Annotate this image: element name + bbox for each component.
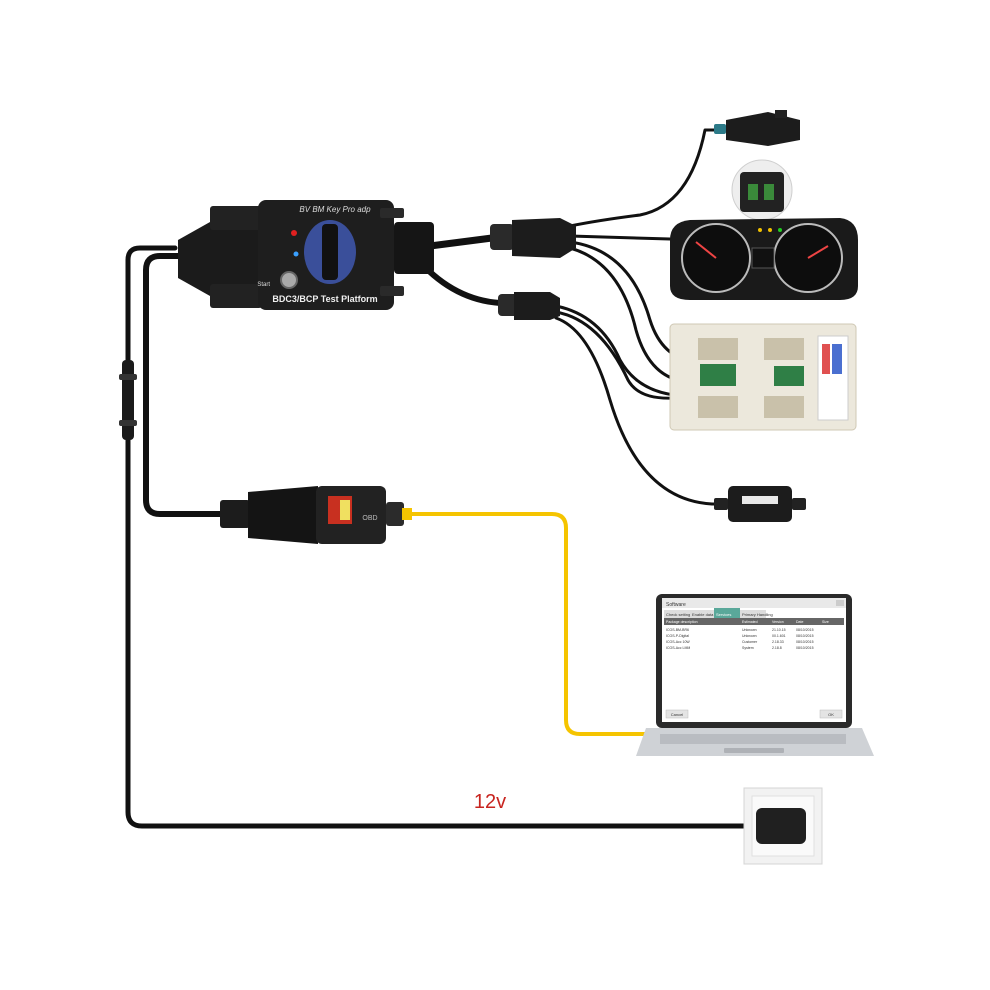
obd-label: OBD	[362, 515, 377, 522]
svg-text:08/10/2015: 08/10/2015	[796, 628, 814, 632]
svg-text:Estimated: Estimated	[742, 620, 758, 624]
yellow-cable	[403, 512, 652, 736]
power-plug	[756, 808, 806, 844]
svg-text:08/10/2015: 08/10/2015	[796, 634, 814, 638]
cable-to-module-2	[568, 246, 692, 384]
svg-text:Primary Handling: Primary Handling	[742, 612, 773, 617]
cable-to-small-box	[554, 316, 730, 506]
adapter-platform-text: BDC3/BCP Test Platform	[272, 294, 377, 304]
key-receiver	[714, 110, 800, 146]
svg-text:08/10/2015: 08/10/2015	[796, 640, 814, 644]
table-header	[664, 618, 844, 625]
table-row[interactable]: ICOS-Acc LMM System 2.18.8 08/10/2015	[666, 646, 814, 650]
voltage-label: 12v	[474, 791, 506, 813]
svg-text:21.10.15: 21.10.15	[772, 628, 786, 632]
svg-text:00.1.601: 00.1.601	[772, 634, 786, 638]
window-title: Software	[666, 602, 686, 608]
y-splitter-bottom	[498, 292, 560, 320]
bdc-module	[669, 323, 857, 431]
svg-text:2.18.8: 2.18.8	[772, 646, 782, 650]
obd-interface: OBD	[220, 486, 412, 544]
svg-text:System: System	[742, 646, 754, 650]
svg-text:Check settings: Check settings	[666, 612, 692, 617]
ok-button[interactable]	[819, 709, 843, 719]
tab-services[interactable]	[714, 608, 740, 618]
tab-check-settings[interactable]	[664, 610, 690, 618]
svg-text:Version: Version	[772, 620, 784, 624]
svg-text:Unknown: Unknown	[742, 628, 757, 632]
small-module	[714, 486, 806, 522]
cancel-button[interactable]	[665, 709, 689, 719]
svg-text:Customer: Customer	[742, 640, 758, 644]
power-cable	[125, 245, 763, 829]
test-platform-adapter: Start BV BM Key Pro adp BDC3/BCP Test Pl…	[178, 200, 434, 310]
led-blue	[293, 251, 299, 257]
cable-to-cluster	[568, 234, 672, 241]
laptop: Software Check settings Enable data Serv…	[636, 594, 874, 756]
svg-text:Services: Services	[716, 612, 731, 617]
svg-text:OK: OK	[828, 712, 834, 717]
cable-to-module-3	[554, 304, 692, 398]
connector-detail-photo	[731, 159, 793, 221]
svg-text:Package description: Package description	[666, 620, 698, 624]
tab-enable-data[interactable]	[690, 610, 714, 618]
close-icon[interactable]	[836, 600, 844, 606]
cables	[125, 128, 774, 829]
power-supply	[743, 787, 823, 865]
svg-text:08/10/2015: 08/10/2015	[796, 646, 814, 650]
adapter-to-splitter-top	[426, 234, 496, 250]
table-row[interactable]: ICOS-BM-BR6 Unknown 21.10.15 08/10/2015	[666, 628, 814, 632]
svg-text:ICOS-P-Digital: ICOS-P-Digital	[666, 634, 689, 638]
tab-primary-handling[interactable]	[740, 610, 766, 618]
db-connector	[178, 214, 262, 306]
svg-text:Date: Date	[796, 620, 803, 624]
table-row[interactable]: ICOS-P-Digital Unknown 00.1.601 08/10/20…	[666, 634, 814, 638]
svg-text:Unknown: Unknown	[742, 634, 757, 638]
start-label: Start	[257, 282, 270, 288]
svg-text:ICOS-BM-BR6: ICOS-BM-BR6	[666, 628, 689, 632]
svg-text:ICOS-Acc 10W: ICOS-Acc 10W	[666, 640, 690, 644]
cable-to-key-receiver	[568, 128, 720, 228]
table-row[interactable]: ICOS-Acc 10W Customer 2.18.33 08/10/2015	[666, 640, 814, 644]
svg-text:Cancel: Cancel	[671, 712, 684, 717]
y-splitter-top	[490, 218, 576, 258]
led-red	[291, 230, 297, 236]
instrument-cluster	[670, 218, 858, 300]
start-button[interactable]	[280, 271, 298, 289]
svg-text:Size: Size	[822, 620, 829, 624]
adapter-brand-text: BV BM Key Pro adp	[299, 205, 371, 214]
svg-text:2.18.33: 2.18.33	[772, 640, 784, 644]
svg-text:Enable data: Enable data	[692, 612, 714, 617]
power-inline-connector	[122, 360, 134, 440]
svg-text:ICOS-Acc LMM: ICOS-Acc LMM	[666, 646, 690, 650]
obd-link-cable	[143, 253, 228, 517]
